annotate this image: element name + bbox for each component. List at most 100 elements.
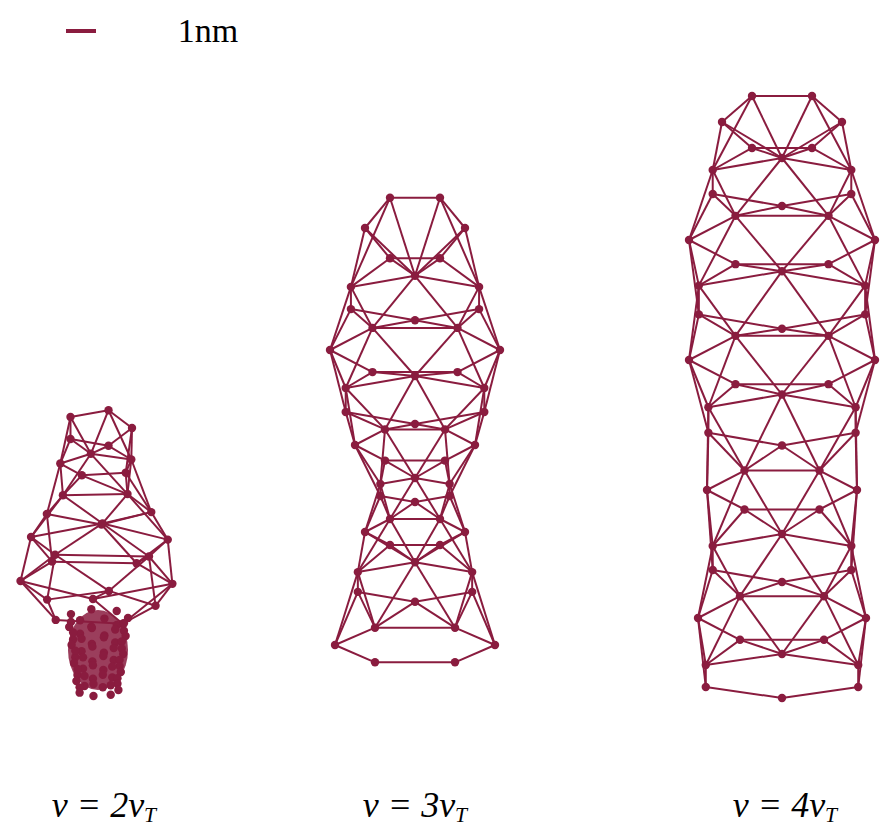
- atom: [98, 519, 106, 527]
- atomic-bond: [415, 562, 472, 572]
- atom: [695, 281, 703, 289]
- atom: [861, 310, 869, 318]
- atomic-bond: [736, 329, 783, 336]
- atomic-bond: [458, 309, 480, 328]
- atomic-bond: [736, 383, 829, 385]
- atomic-bond: [829, 360, 876, 384]
- atom: [815, 505, 823, 513]
- atomic-bond: [47, 591, 109, 600]
- atom: [436, 541, 444, 549]
- atomic-bond: [708, 407, 744, 470]
- atomic-bond: [346, 388, 355, 445]
- atomic-bond: [351, 276, 415, 287]
- atom: [445, 480, 453, 488]
- atomic-bond: [782, 158, 829, 216]
- atomic-bond: [330, 350, 346, 412]
- atomic-bond: [440, 519, 472, 572]
- atom: [99, 683, 107, 691]
- atom: [453, 324, 461, 332]
- atomic-bond: [713, 534, 782, 546]
- atomic-bond: [824, 570, 851, 596]
- atom: [127, 455, 135, 463]
- atomic-bond: [706, 596, 740, 665]
- atom: [861, 281, 869, 289]
- atomic-bond: [782, 216, 829, 271]
- atomic-bond: [373, 276, 416, 328]
- atom: [122, 469, 130, 477]
- atomic-bond: [103, 523, 149, 556]
- atom: [361, 528, 369, 536]
- atom: [411, 474, 419, 482]
- atom: [105, 587, 113, 595]
- atomic-bond: [782, 471, 820, 534]
- atomic-bond: [745, 395, 783, 471]
- atom: [361, 224, 369, 232]
- atomic-bond: [782, 336, 829, 395]
- atomic-bond: [123, 606, 156, 624]
- atom: [709, 542, 717, 550]
- atomic-bond: [745, 470, 820, 472]
- atom: [386, 193, 394, 201]
- atomic-bond: [713, 471, 745, 546]
- atom: [824, 260, 832, 268]
- atomic-bond: [351, 198, 390, 287]
- atom: [87, 450, 95, 458]
- atom: [381, 456, 389, 464]
- atom: [164, 535, 172, 543]
- atomic-bond: [782, 264, 829, 271]
- atom: [108, 662, 116, 670]
- atomic-bond: [358, 572, 375, 628]
- atom: [77, 635, 85, 643]
- atomic-bond: [358, 562, 415, 572]
- atom: [824, 332, 832, 340]
- atomic-bond: [415, 276, 458, 328]
- atom: [99, 652, 107, 660]
- atom: [778, 267, 786, 275]
- atom: [411, 598, 419, 606]
- atomic-bond: [415, 562, 455, 627]
- atomic-bond: [713, 158, 782, 170]
- atomic-bond: [782, 158, 851, 170]
- atomic-bond: [752, 96, 782, 158]
- atomic-bond: [829, 194, 852, 216]
- atomic-bond: [103, 494, 128, 523]
- atom: [386, 254, 394, 262]
- atom: [114, 686, 122, 694]
- atom: [66, 413, 74, 421]
- atom: [331, 641, 339, 649]
- atom: [89, 595, 97, 603]
- atomic-bond: [375, 627, 455, 629]
- atomic-bond: [70, 417, 90, 454]
- atom: [43, 595, 51, 603]
- atom: [453, 368, 461, 376]
- atom: [731, 260, 739, 268]
- atomic-bond: [375, 602, 415, 628]
- atom: [168, 580, 176, 588]
- atomic-bond: [707, 490, 745, 509]
- atom: [731, 380, 739, 388]
- atom: [731, 332, 739, 340]
- atomic-bond: [82, 475, 128, 494]
- atomic-bond: [390, 502, 415, 519]
- atomic-bond: [699, 271, 782, 285]
- atom: [59, 491, 67, 499]
- atom: [123, 490, 131, 498]
- atom: [847, 166, 855, 174]
- atom: [66, 435, 74, 443]
- atomic-bond: [782, 687, 858, 698]
- atomic-bond: [415, 376, 445, 429]
- atom: [461, 528, 469, 536]
- atomic-bond: [736, 335, 829, 337]
- atomic-bond: [782, 654, 858, 665]
- atomic-bond: [740, 595, 824, 597]
- atom: [748, 92, 756, 100]
- atomic-bond: [55, 523, 102, 554]
- atom: [342, 408, 350, 416]
- atom: [411, 420, 419, 428]
- atom: [71, 647, 79, 655]
- atom: [347, 305, 355, 313]
- atomic-bond: [736, 264, 783, 271]
- atom: [368, 324, 376, 332]
- atomic-bond: [450, 445, 475, 496]
